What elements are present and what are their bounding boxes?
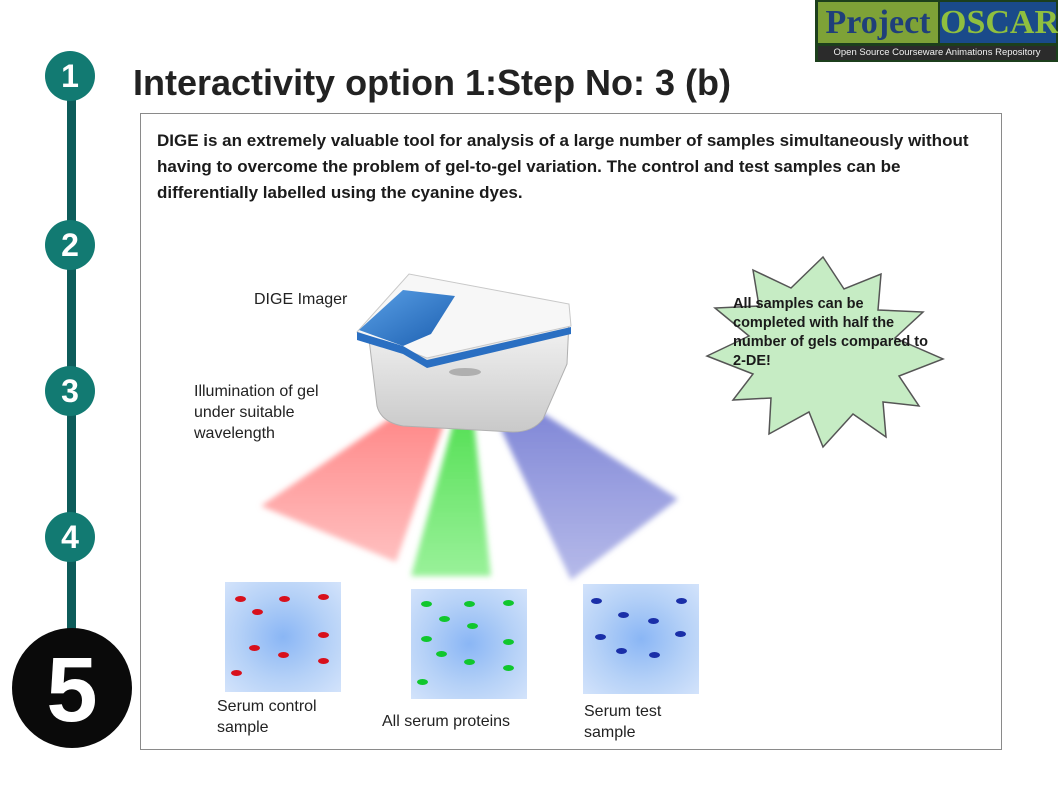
protein-spot: [675, 631, 686, 637]
protein-spot: [467, 623, 478, 629]
protein-spot: [618, 612, 629, 618]
callout-text: All samples can be completed with half t…: [733, 296, 928, 369]
protein-spot: [591, 598, 602, 604]
gel-serum-test: [583, 584, 699, 694]
page-title: Interactivity option 1:Step No: 3 (b): [133, 62, 732, 103]
dige-imager-label: DIGE Imager: [254, 291, 348, 308]
protein-spot: [439, 616, 450, 622]
protein-spot: [318, 632, 329, 638]
protein-spot: [231, 670, 242, 676]
step-3-button[interactable]: 3: [45, 366, 95, 416]
step-1-button[interactable]: 1: [45, 51, 95, 101]
gel-label-control: Serum control sample: [217, 698, 317, 736]
gel-label-test: Serum test sample: [584, 703, 662, 741]
protein-spot: [278, 652, 289, 658]
protein-spot: [249, 645, 260, 651]
gel-all-proteins: [411, 589, 527, 699]
intro-text: DIGE is an extremely valuable tool for a…: [157, 131, 969, 202]
step-2-button[interactable]: 2: [45, 220, 95, 270]
protein-spot: [464, 601, 475, 607]
protein-spot: [595, 634, 606, 640]
logo-word-oscar: OSCAR: [940, 2, 1058, 43]
protein-spot: [649, 652, 660, 658]
protein-spot: [421, 601, 432, 607]
gel-label-all-proteins: All serum proteins: [382, 713, 511, 730]
protein-spot: [464, 659, 475, 665]
logo-word-project: Project: [818, 2, 938, 43]
protein-spot: [252, 609, 263, 615]
protein-spot: [235, 596, 246, 602]
protein-spot: [318, 594, 329, 600]
protein-spot: [421, 636, 432, 642]
project-oscar-logo: Project OSCAR Open Source Courseware Ani…: [815, 0, 1058, 62]
protein-spot: [676, 598, 687, 604]
step-4-button[interactable]: 4: [45, 512, 95, 562]
content-panel: DIGE is an extremely valuable tool for a…: [140, 113, 1002, 750]
protein-spot: [417, 679, 428, 685]
illumination-label: Illumination of gel under suitable wavel…: [194, 383, 319, 442]
callout-burst: [705, 255, 945, 449]
dige-imager-device: [356, 273, 572, 433]
logo-tagline: Open Source Courseware Animations Reposi…: [818, 46, 1056, 60]
protein-spot: [503, 600, 514, 606]
protein-spot: [648, 618, 659, 624]
protein-spot: [616, 648, 627, 654]
protein-spot: [436, 651, 447, 657]
step-5-current[interactable]: 5: [12, 628, 132, 748]
protein-spot: [503, 665, 514, 671]
protein-spot: [503, 639, 514, 645]
dige-illustration: [261, 255, 945, 580]
protein-spot: [318, 658, 329, 664]
protein-spot: [279, 596, 290, 602]
gel-serum-control: [225, 582, 341, 692]
